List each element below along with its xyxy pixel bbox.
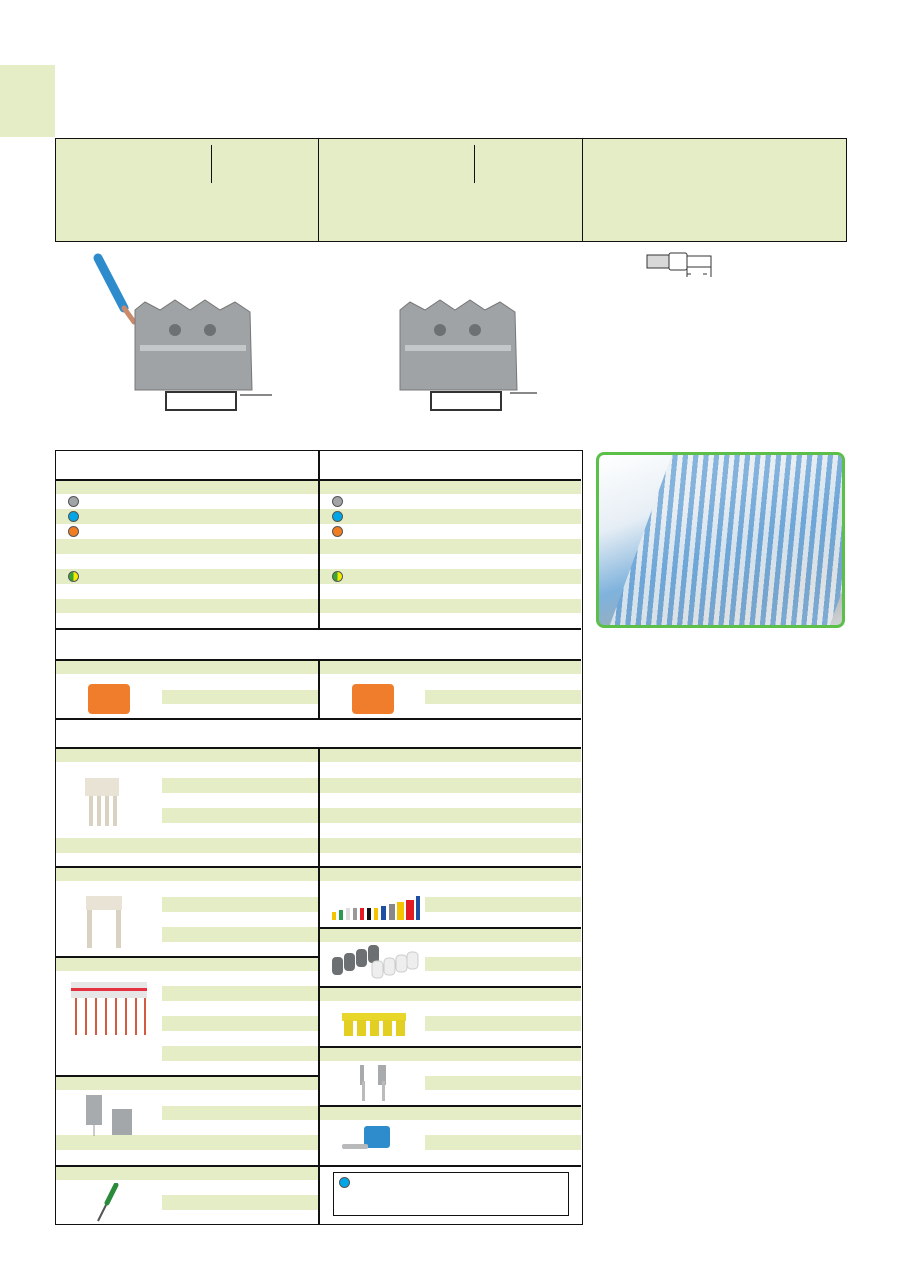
table-row-band: [320, 867, 581, 881]
table-rule: [320, 1046, 581, 1048]
table-row-band: [56, 957, 318, 971]
push-in-jumper-2way-image: [86, 896, 122, 948]
table-row-band: [320, 1106, 581, 1120]
table-rule: [320, 1165, 581, 1167]
table-row-band: [56, 1166, 318, 1180]
end-plate-orange-image: [352, 684, 394, 714]
color-dot-orange: [332, 526, 343, 537]
table-row-band: [425, 690, 581, 704]
table-row-band: [162, 1106, 318, 1120]
header-divider: [582, 138, 583, 242]
blue-test-plug-image: [342, 1126, 390, 1149]
table-row-band: [425, 1016, 581, 1031]
yellow-jumper-image: [342, 1013, 406, 1036]
table-row-band: [320, 778, 581, 793]
table-row-band: [56, 867, 318, 881]
header-divider: [318, 138, 319, 242]
table-row-band: [320, 1047, 581, 1061]
note-blue-dot-icon: [339, 1177, 350, 1188]
terminal-strip-photo: [596, 452, 845, 628]
table-row-band: [162, 690, 318, 704]
ferrule-strip-length-diagram: [646, 252, 712, 277]
comb-jumper-image: [71, 982, 147, 1035]
table-row-band: [56, 1135, 318, 1150]
table-row-band: [425, 1076, 581, 1090]
table-rule: [56, 718, 581, 720]
terminal-block-image: [399, 299, 537, 411]
push-in-jumper-4way-image: [85, 778, 119, 826]
table-row-band: [162, 1195, 318, 1210]
table-row-band: [162, 927, 318, 942]
screwdriver-operating-tool-image: [97, 1183, 119, 1222]
end-plate-orange-image: [88, 684, 130, 714]
color-dot-orange: [68, 526, 79, 537]
table-row-band: [162, 1046, 318, 1061]
table-rule: [56, 628, 581, 630]
table-rule: [56, 1075, 318, 1077]
test-plug-adapter-image: [86, 1095, 132, 1136]
table-row-band: [425, 1135, 581, 1150]
table-row-band: [162, 897, 318, 912]
header-table: [55, 138, 847, 242]
ferrules-image: [332, 896, 420, 920]
table-row-band: [320, 928, 581, 942]
table-row-band: [56, 1076, 318, 1090]
table-row-band: [162, 778, 318, 793]
table-row-band: [425, 897, 581, 912]
table-row-band: [162, 986, 318, 1001]
header-marker: [211, 145, 212, 183]
table-rule: [320, 1105, 581, 1107]
table-row-band: [320, 808, 581, 823]
color-dot-blue: [68, 511, 79, 522]
insulation-sleeves-image: [332, 945, 419, 979]
note-box: [333, 1172, 569, 1216]
table-rule: [320, 927, 581, 929]
table-row-band: [320, 987, 581, 1001]
table-row-band: [162, 808, 318, 823]
table-row-band: [425, 957, 581, 971]
color-dot-blue: [332, 511, 343, 522]
chapter-tab: [0, 65, 55, 137]
column-divider: [318, 659, 320, 718]
table-rule: [320, 986, 581, 988]
color-dot-green-yellow: [68, 571, 79, 582]
column-divider: [318, 747, 320, 1225]
header-marker: [474, 145, 475, 183]
color-dot-green-yellow: [332, 571, 343, 582]
table-row-band: [162, 1016, 318, 1031]
table-rule: [56, 1165, 318, 1167]
table-rule: [56, 956, 318, 958]
terminal-block-with-wire-image: [93, 253, 272, 411]
color-dot-gray: [332, 496, 343, 507]
test-pins-image: [360, 1065, 386, 1101]
color-dot-gray: [68, 496, 79, 507]
column-divider: [318, 450, 320, 628]
